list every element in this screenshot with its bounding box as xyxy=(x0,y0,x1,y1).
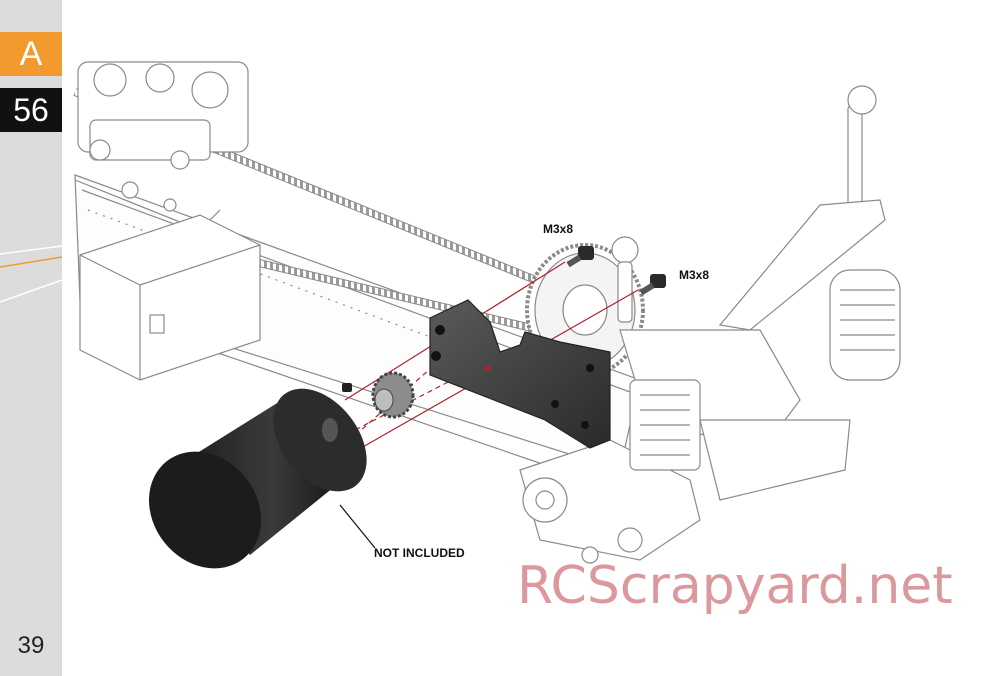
servo-box xyxy=(79,214,261,381)
rear-suspension xyxy=(519,85,901,564)
strip-decor-lines xyxy=(0,245,63,303)
screw-callout-left: M3x8 xyxy=(543,222,574,236)
step-number-tab: 56 xyxy=(0,88,62,132)
screw-callout-right: M3x8 xyxy=(679,268,710,282)
screw-right xyxy=(639,274,666,296)
motor-mount-plate xyxy=(429,299,611,449)
assembly-diagram xyxy=(73,61,901,569)
motor-not-included-callout: NOT INCLUDED xyxy=(374,546,465,560)
motor xyxy=(148,388,376,569)
front-suspension xyxy=(74,61,249,231)
section-letter-tab: A xyxy=(0,32,62,76)
page-number: 39 xyxy=(17,632,45,659)
watermark: RCScrapyard.net xyxy=(517,556,953,616)
grub-screw xyxy=(342,383,352,392)
screw-left xyxy=(566,246,594,268)
pinion-gear xyxy=(371,371,415,419)
